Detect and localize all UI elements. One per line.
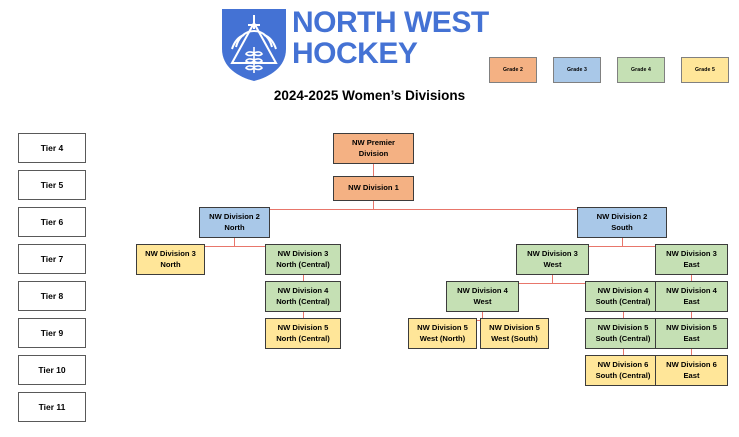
edge-div3w-bus xyxy=(482,283,623,284)
edge-div2n-bus xyxy=(170,246,303,247)
edge-div1-bus xyxy=(234,209,622,210)
legend-item-grade-4: Grade 4 xyxy=(617,57,665,83)
tier-label-4: Tier 4 xyxy=(18,133,86,163)
brand-wordmark: NORTH WEST HOCKEY xyxy=(292,6,489,70)
legend-item-grade-3: Grade 3 xyxy=(553,57,601,83)
node-label: NW Division 1 xyxy=(348,183,399,193)
edge-premier-div1 xyxy=(373,164,374,176)
brand-line-2: HOCKEY xyxy=(292,36,418,70)
node-nw-division-1[interactable]: NW Division 1 xyxy=(333,176,414,201)
edge-div2n-bus-stem xyxy=(234,238,235,246)
edge-div2s-bus-stem xyxy=(622,238,623,246)
legend-item-grade-2: Grade 2 xyxy=(489,57,537,83)
tier-label-5: Tier 5 xyxy=(18,170,86,200)
edge-div2s-bus xyxy=(552,246,691,247)
edge-div1-bus-stem xyxy=(373,201,374,209)
tier-label-8: Tier 8 xyxy=(18,281,86,311)
tier-label-10: Tier 10 xyxy=(18,355,86,385)
page-title: 2024-2025 Women’s Divisions xyxy=(273,88,466,103)
edge-div4w-bus-stem xyxy=(482,312,483,320)
legend-item-grade-5: Grade 5 xyxy=(681,57,729,83)
brand-line-1: NORTH WEST xyxy=(292,6,489,39)
tier-label-7: Tier 7 xyxy=(18,244,86,274)
edge-div3w-bus-stem xyxy=(552,275,553,283)
tier-label-6: Tier 6 xyxy=(18,207,86,237)
shield-mountain-wheat-icon xyxy=(218,5,290,83)
tier-label-9: Tier 9 xyxy=(18,318,86,348)
tier-label-11: Tier 11 xyxy=(18,392,86,422)
legend: Grade 2 Grade 3 Grade 4 Grade 5 xyxy=(489,57,729,83)
